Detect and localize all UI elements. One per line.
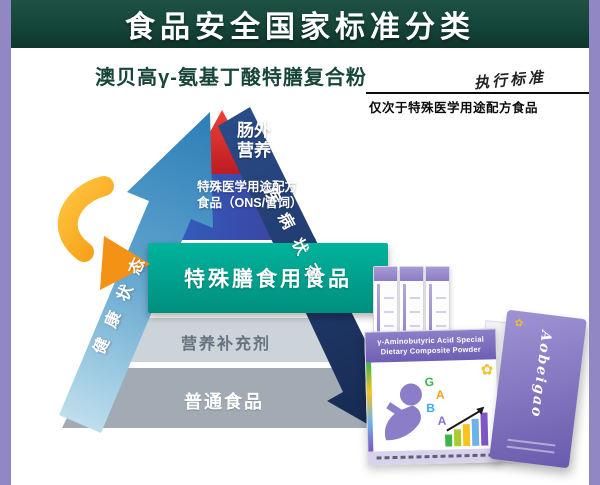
flower-icon-small: ✿	[514, 317, 524, 330]
purple-box-print-line	[507, 438, 556, 447]
title-banner: 食品安全国家标准分类	[11, 0, 589, 48]
right-purple-border	[589, 0, 600, 485]
gaba-letter-a1: A	[435, 387, 445, 402]
sachet-print-line	[410, 297, 420, 299]
bar-chart-graphic	[444, 406, 489, 447]
level-label-nutrition-supplement: 营养补充剂	[180, 336, 271, 353]
sachet-print-line	[436, 297, 446, 299]
level-label-ordinary-food: 普通食品	[184, 392, 264, 412]
box-footer-band	[368, 448, 499, 465]
sachet-cap	[400, 267, 423, 281]
purple-box-print-line	[506, 445, 555, 454]
product-purple-box: ✿ Aobeigao	[489, 309, 587, 469]
sachet-print-line	[410, 325, 420, 327]
product-main-box: γ-Aminobutyric Acid Special Dietary Comp…	[364, 328, 500, 466]
sachet-print-line	[384, 311, 394, 313]
box-header-band: γ-Aminobutyric Acid Special Dietary Comp…	[365, 329, 497, 363]
level-special-dietary-shape	[148, 243, 388, 313]
left-purple-border	[0, 0, 11, 485]
sachet-print-line	[436, 311, 446, 313]
level-label-medical-food: 特殊医学用途配方食品（ONS/管饲）	[197, 180, 303, 211]
product-subtitle: 澳贝高γ-氨基丁酸特膳复合粉	[95, 67, 367, 89]
level-label-special-dietary-food: 特殊膳食用食品	[184, 268, 352, 291]
brand-vertical-text: Aobeigao	[527, 329, 555, 420]
sachet-print-line	[436, 325, 446, 327]
sachet-cap	[374, 267, 397, 281]
sachet-print-line	[384, 297, 394, 299]
sachet-print-line	[410, 311, 420, 313]
level-supplement-shape	[94, 318, 354, 362]
level-ordinary-food-shape	[62, 368, 390, 428]
sachet-cap	[426, 267, 449, 281]
health-state-arrow	[59, 112, 213, 433]
sachet-print-line	[384, 325, 394, 327]
flower-icon: ✿	[480, 361, 494, 379]
baby-silhouette	[385, 383, 422, 441]
divider-line	[366, 92, 590, 94]
sachet-stripe	[403, 284, 406, 344]
standard-note: 仅次于特殊医学用途配方食品	[369, 101, 539, 115]
box-footer-fine-print	[376, 453, 491, 460]
orange-arrow-head	[100, 236, 150, 290]
orange-arrow-tail	[57, 176, 114, 262]
sachet-stripe	[377, 284, 380, 344]
level-label-parenteral-nutrition: 肠外营养	[237, 121, 271, 161]
page-title: 食品安全国家标准分类	[125, 11, 475, 44]
sachet-stripe	[429, 284, 432, 344]
